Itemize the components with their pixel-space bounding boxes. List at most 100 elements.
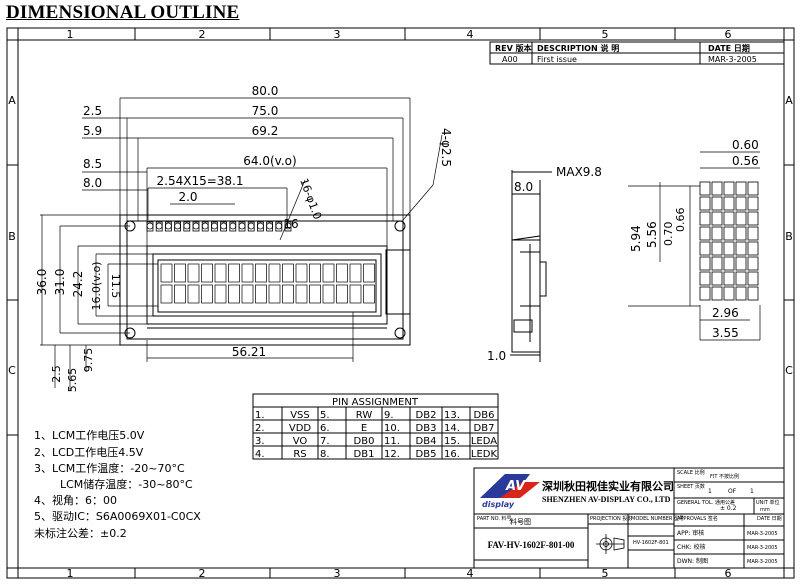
chk-date: MAR-3-2005 [747, 545, 778, 551]
character-cell [174, 284, 186, 304]
unit-label: UNIT 单位 [756, 499, 780, 506]
detail-dimension-labels: 0.60 0.56 0.66 0.70 5.56 5.94 2.96 3.55 [629, 138, 759, 340]
tolerance-value: ± 0.2 [720, 505, 737, 512]
character-cell [336, 263, 348, 283]
character-cell [255, 263, 267, 283]
logo-text: AV [505, 479, 526, 494]
dot-cell [735, 181, 747, 196]
grid-row-label: B [785, 230, 793, 243]
approval-date-label: DATE 日期 [757, 516, 782, 522]
dot-cell [723, 271, 735, 286]
pin-hole [247, 222, 255, 230]
side-view [510, 170, 552, 362]
pin-pad [275, 221, 283, 232]
dot-cell [699, 271, 711, 286]
pin-signal: LEDK [471, 449, 498, 460]
chk-label: CHK: 校核 [677, 543, 706, 551]
dim-dot-0-56: 0.56 [732, 154, 759, 168]
dot-cell [735, 271, 747, 286]
note-line: 4、视角：6：00 [34, 493, 117, 507]
grid-labels: 1 2 3 4 5 6 1 2 3 4 5 6 A B C A B C [8, 28, 793, 580]
dot-cell [699, 286, 711, 301]
dot-cell [747, 286, 759, 301]
grid-col-label: 3 [334, 567, 341, 580]
dot-cell [735, 196, 747, 211]
pin-hole [192, 222, 200, 230]
grid-col-label: 2 [199, 567, 206, 580]
pin-hole [174, 222, 182, 230]
pin-pad [256, 221, 264, 232]
character-cell [336, 284, 348, 304]
dot-cell [711, 211, 723, 226]
dwn-label: DWN: 制图 [677, 557, 708, 565]
dim-pin-hole: 16-φ1.0 [297, 177, 324, 222]
character-cell [241, 284, 254, 304]
dot-cell [723, 286, 735, 301]
dot-cell [747, 181, 759, 196]
pin-pad [238, 221, 246, 232]
dim-left-8-0: 8.0 [83, 176, 102, 190]
pin-pad [284, 221, 292, 232]
approvals-label: APPROVALS 签名 [677, 515, 718, 522]
dot-cell [747, 256, 759, 271]
grid-col-label: 1 [67, 567, 74, 580]
pin-signal: DB5 [416, 449, 437, 460]
pin-number: 3. [255, 436, 265, 447]
dim-bottom-9-75: 9.75 [82, 348, 95, 373]
character-cells [160, 263, 375, 304]
character-cell [282, 263, 294, 283]
grid-row-label: C [8, 364, 16, 377]
front-view [119, 214, 411, 346]
logo-mark [500, 482, 540, 498]
grid-col-label: 4 [467, 567, 474, 580]
unit-value: mm [760, 507, 770, 513]
grid-col-label: 6 [725, 567, 732, 580]
part-name: 料号图 [510, 517, 531, 526]
sheet-label: SHEET 页数 [677, 483, 705, 490]
grid-col-label: 6 [725, 28, 732, 41]
dot-cell [735, 286, 747, 301]
character-cell [322, 284, 335, 304]
character-cell [349, 284, 362, 304]
dot-cell [723, 241, 735, 256]
pin-number: 1. [255, 410, 265, 421]
pin-table-title: PIN ASSIGNMENT [332, 397, 419, 408]
tolerance-label: GENERAL TOL. 通用公差 [677, 499, 735, 506]
character-cell [268, 284, 281, 304]
dim-char-5-94: 5.94 [629, 225, 643, 252]
dot-cell [735, 226, 747, 241]
character-cell [214, 263, 227, 283]
dim-side-1-0: 1.0 [487, 349, 506, 363]
pin-pad [164, 221, 172, 232]
character-cell [228, 284, 240, 304]
dim-height-36: 36.0 [35, 269, 49, 296]
pin-signal: VDD [289, 423, 312, 434]
dim-width-69-2: 69.2 [252, 124, 279, 138]
character-cell [363, 263, 375, 283]
dim-bottom-2-5: 2.5 [50, 365, 63, 383]
dim-char-5-56: 5.56 [645, 221, 659, 248]
dot-cell [747, 271, 759, 286]
page-title: DIMENSIONAL OUTLINE [6, 2, 240, 23]
front-dimension-labels: 80.0 75.0 69.2 64.0(v.o) 2.54X15=38.1 2.… [35, 84, 453, 392]
pin-signal: DB1 [354, 449, 375, 460]
pin-signal: E [361, 423, 367, 434]
dim-width-80: 80.0 [252, 84, 279, 98]
character-cell [214, 284, 227, 304]
logo-mark [480, 474, 530, 498]
pin-hole [201, 222, 209, 230]
rev-header: REV 版本 [495, 43, 532, 53]
revision-table: REV 版本 DESCRIPTION 说 明 DATE 日期 A00 First… [489, 41, 785, 65]
character-cell [174, 263, 186, 283]
character-cell [241, 263, 254, 283]
dot-cell [711, 286, 723, 301]
pin-number: 4. [255, 449, 265, 460]
dim-pin-offset: 2.0 [178, 190, 197, 204]
dot-cell [723, 181, 735, 196]
note-line: 3、LCM工作温度：-20~70°C [34, 461, 185, 475]
dot-cell [723, 196, 735, 211]
dot-cell [723, 256, 735, 271]
pin-pad [192, 221, 200, 232]
dim-width-64: 64.0(v.o) [243, 154, 296, 168]
